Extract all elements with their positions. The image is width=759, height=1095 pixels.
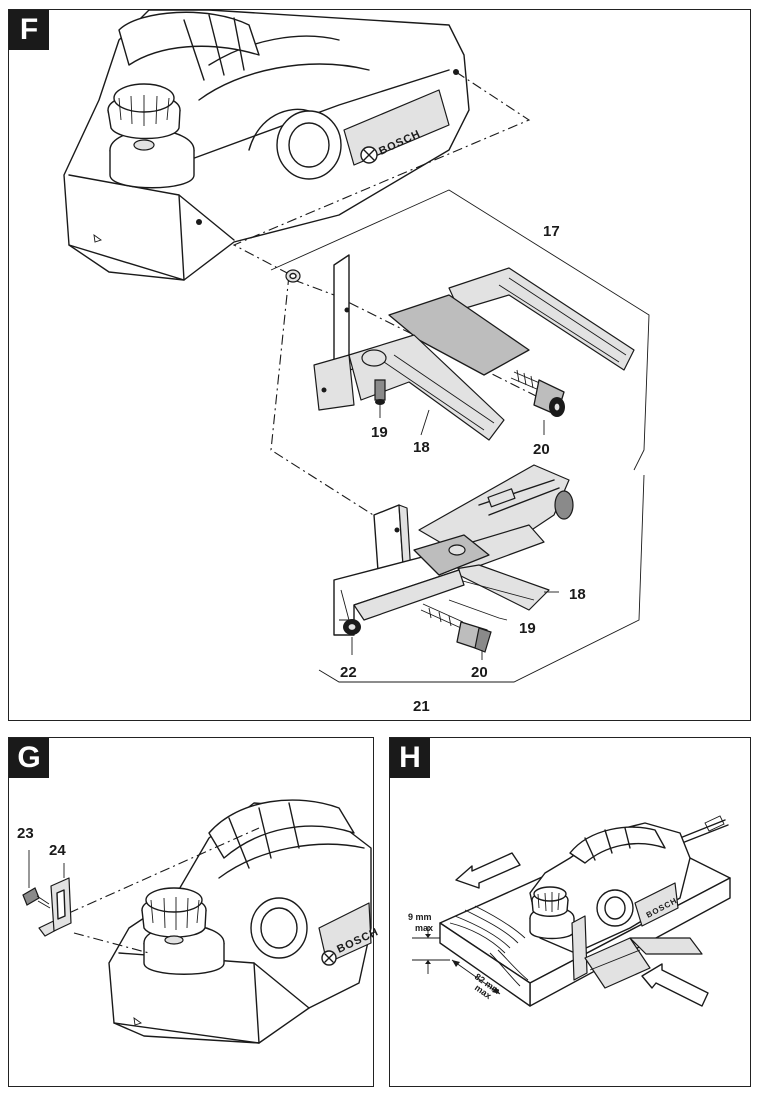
screw-20-upper xyxy=(510,369,565,417)
guide-line-lower xyxy=(270,274,390,526)
planer-h: BOSCH xyxy=(529,822,703,989)
guide-line-upper xyxy=(232,71,531,276)
panel-g-illustration: BOSCH 23 24 xyxy=(17,799,381,1044)
callout-18-upper: 18 xyxy=(413,439,430,456)
parallel-guide-upper xyxy=(313,254,635,441)
guide-line-g xyxy=(68,827,260,954)
panel-h-tag: H xyxy=(390,738,430,778)
planer-g: BOSCH xyxy=(108,799,381,1044)
planer-f: BOSCH xyxy=(63,9,470,281)
dimension-depth: 9 mm max xyxy=(408,912,450,974)
part-24-clip xyxy=(38,877,72,937)
parallel-guide-lower xyxy=(333,464,574,636)
depth-dimension-value: 9 mm xyxy=(408,912,432,922)
part-23-key xyxy=(22,887,51,909)
callout-17: 17 xyxy=(543,223,560,240)
callout-22: 22 xyxy=(340,664,357,681)
panel-f-illustration: BOSCH xyxy=(63,9,650,715)
panel-f: F BOSCH xyxy=(8,9,751,721)
direction-arrow-feed xyxy=(641,963,709,1007)
callout-20-lower: 20 xyxy=(471,664,488,681)
power-cord xyxy=(679,819,729,844)
callout-20-upper: 20 xyxy=(533,441,550,458)
panel-h-illustration: BOSCH 9 mm max 82 mm max xyxy=(408,815,731,1007)
direction-arrow-left xyxy=(455,852,521,889)
panel-f-tag: F xyxy=(9,10,49,50)
callout-24: 24 xyxy=(49,842,66,859)
callout-21: 21 xyxy=(413,698,430,715)
panel-h: H BOSCH xyxy=(389,737,751,1087)
callout-19-lower: 19 xyxy=(519,620,536,637)
bracket-17 xyxy=(270,189,650,471)
callout-19-upper: 19 xyxy=(371,424,388,441)
depth-dimension-qualifier: max xyxy=(415,923,433,933)
panel-g-tag: G xyxy=(9,738,49,778)
screw-20-lower xyxy=(420,603,492,653)
callout-23: 23 xyxy=(17,825,34,842)
panel-g: G BOSCH xyxy=(8,737,381,1087)
callout-18-lower: 18 xyxy=(569,586,586,603)
